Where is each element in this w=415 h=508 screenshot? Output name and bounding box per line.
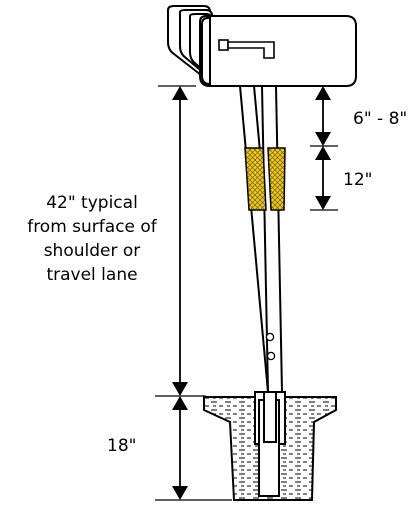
mailbox-post — [238, 85, 284, 393]
dimension-arrow — [172, 86, 331, 500]
offset-range-label: 6" - 8" — [353, 109, 407, 129]
mailbox-flag-icon — [218, 39, 275, 59]
mailbox — [167, 5, 357, 87]
dimension-guides — [155, 85, 338, 501]
bolt-icon — [265, 332, 276, 361]
post-socket — [254, 391, 286, 497]
height-label-line-1: 42" typical — [46, 193, 138, 213]
reflector-height-label: 12" — [343, 170, 372, 190]
embed-depth-label: 18" — [107, 436, 136, 456]
height-label-line-3: shoulder or — [44, 241, 141, 261]
height-description: 42" typical from surface of shoulder or … — [27, 193, 158, 285]
reflective-band — [244, 147, 286, 211]
height-label-line-4: travel lane — [46, 265, 137, 285]
height-label-line-2: from surface of — [27, 217, 158, 237]
